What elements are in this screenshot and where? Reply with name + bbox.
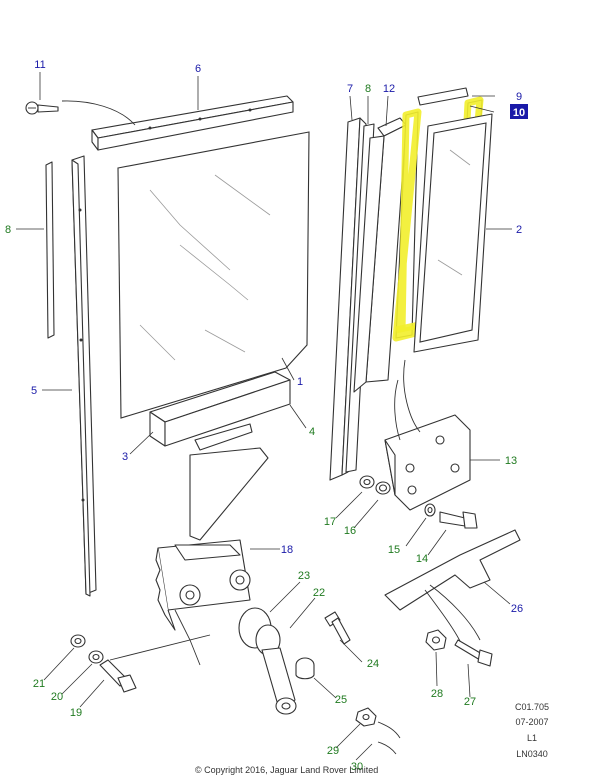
- callouts: 11 6 8 5 7 8 12 9 10 2 1 4 3 13 17 16 15…: [5, 59, 528, 773]
- part-27-bolt[interactable]: [454, 639, 493, 667]
- copyright-notice: © Copyright 2016, Jaguar Land Rover Limi…: [195, 765, 379, 775]
- part-8-left-strip[interactable]: [45, 161, 55, 339]
- callout-15[interactable]: 15: [388, 544, 400, 556]
- part-12-runner[interactable]: [353, 117, 407, 393]
- leader-lines: [16, 72, 512, 761]
- part-24-screw[interactable]: [324, 611, 351, 645]
- callout-24[interactable]: 24: [367, 658, 379, 670]
- callout-6[interactable]: 6: [195, 63, 201, 75]
- part-6-top-channel[interactable]: [91, 95, 294, 151]
- callout-14[interactable]: 14: [416, 553, 428, 565]
- callout-4[interactable]: 4: [309, 426, 315, 438]
- callout-13[interactable]: 13: [505, 455, 517, 467]
- part-11-screw[interactable]: [25, 100, 136, 126]
- callout-12[interactable]: 12: [383, 83, 395, 95]
- callout-22[interactable]: 22: [313, 587, 325, 599]
- callout-5[interactable]: 5: [31, 385, 37, 397]
- part-22-handle[interactable]: [238, 607, 297, 715]
- diagram-ref: LN0340: [516, 749, 548, 759]
- part-1-glass[interactable]: [117, 131, 310, 419]
- part-5-channel[interactable]: [71, 155, 97, 597]
- callout-30[interactable]: 30: [351, 761, 363, 773]
- diagram-date: 07-2007: [515, 717, 549, 727]
- part-19-bolt[interactable]: [99, 659, 137, 693]
- part-15-washer[interactable]: [424, 503, 436, 517]
- part-20-washer[interactable]: [88, 650, 104, 664]
- callout-3[interactable]: 3: [122, 451, 128, 463]
- part-18-regulator[interactable]: [109, 447, 269, 666]
- callout-18[interactable]: 18: [281, 544, 293, 556]
- part-21-washer[interactable]: [70, 634, 86, 648]
- callout-28[interactable]: 28: [431, 688, 443, 700]
- callout-8[interactable]: 8: [365, 83, 371, 95]
- diagram-level: L1: [526, 733, 537, 743]
- part-2-quarter-glass[interactable]: [413, 113, 493, 353]
- callout-9[interactable]: 9: [516, 91, 522, 103]
- diagram-code: C01.705: [514, 702, 550, 712]
- callout-19[interactable]: 19: [70, 707, 82, 719]
- part-4-glass-channel[interactable]: [149, 371, 291, 451]
- callout-16[interactable]: 16: [344, 525, 356, 537]
- callout-25[interactable]: 25: [335, 694, 347, 706]
- callout-29[interactable]: 29: [327, 745, 339, 757]
- callout-7[interactable]: 7: [347, 83, 353, 95]
- callout-26[interactable]: 26: [511, 603, 523, 615]
- callout-27[interactable]: 27: [464, 696, 476, 708]
- callout-2[interactable]: 2: [516, 224, 522, 236]
- part-16-washer[interactable]: [375, 481, 391, 495]
- callout-10[interactable]: 10: [513, 107, 525, 119]
- part-9-rail[interactable]: [417, 87, 469, 106]
- part-29-fastener[interactable]: [355, 707, 401, 755]
- part-13-bracket[interactable]: [384, 359, 471, 511]
- callout-20[interactable]: 20: [51, 691, 63, 703]
- callout-8-left[interactable]: 8: [5, 224, 11, 236]
- part-25-knob[interactable]: [295, 657, 315, 680]
- callout-10-selected-box[interactable]: [510, 104, 528, 119]
- callout-23[interactable]: 23: [298, 570, 310, 582]
- callout-21[interactable]: 21: [33, 678, 45, 690]
- part-28-nut[interactable]: [425, 629, 447, 651]
- callout-11[interactable]: 11: [34, 59, 45, 71]
- callout-17[interactable]: 17: [324, 516, 336, 528]
- part-17-nut[interactable]: [359, 475, 375, 489]
- callout-1[interactable]: 1: [297, 376, 303, 388]
- part-26-lever[interactable]: [384, 529, 521, 646]
- part-14-bolt[interactable]: [439, 511, 478, 529]
